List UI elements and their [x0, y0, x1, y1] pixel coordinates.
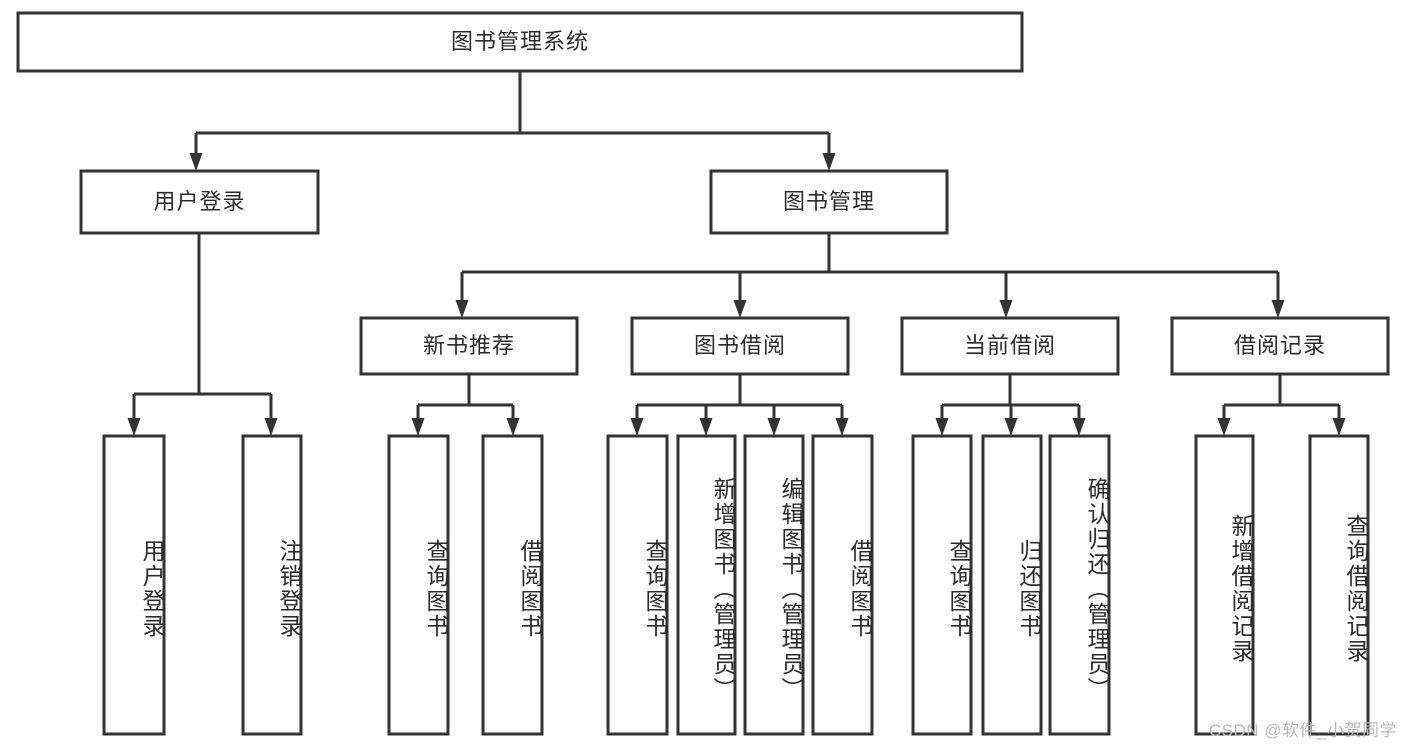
node-box-leaf-add-borrow-record[interactable]	[1194, 434, 1255, 736]
connector-bm-to-recommend	[455, 272, 469, 318]
connector-bb-to-leaf1	[630, 405, 644, 436]
node-box-borrow-record[interactable]	[1170, 316, 1390, 376]
node-box-leaf-query-book-current[interactable]	[911, 434, 973, 736]
node-box-leaf-query-book-recommend[interactable]	[387, 434, 450, 736]
node-box-leaf-logout-login[interactable]	[241, 434, 303, 736]
connector-bm-to-current	[999, 272, 1013, 318]
node-box-leaf-borrow-book[interactable]	[811, 434, 874, 736]
connector-bb-to-leaf3	[767, 405, 781, 436]
connector-br-to-leaf1	[1217, 405, 1231, 436]
connector-cb-to-leaf3	[1072, 405, 1086, 436]
node-box-leaf-confirm-return-admin[interactable]	[1048, 434, 1111, 736]
connector-bm-to-borrow	[733, 272, 747, 318]
node-box-book-borrow[interactable]	[630, 316, 850, 376]
node-box-leaf-add-book-admin[interactable]	[676, 434, 737, 736]
connector-cb-to-leaf1	[935, 405, 949, 436]
connector-nr-to-leaf2	[506, 405, 520, 436]
connector-cb-to-leaf2	[1004, 405, 1018, 436]
node-box-leaf-edit-book-admin[interactable]	[743, 434, 805, 736]
node-box-leaf-query-book-borrow[interactable]	[606, 434, 669, 736]
connector-bb-to-leaf2	[699, 405, 713, 436]
connector-root-to-book-management	[822, 133, 836, 171]
connector-bm-to-record	[1271, 272, 1285, 318]
connector-ul-to-leaf1	[127, 394, 141, 436]
node-box-leaf-borrow-book-recommend[interactable]	[481, 434, 544, 736]
node-box-leaf-return-book[interactable]	[981, 434, 1043, 736]
connector-br-to-leaf2	[1332, 405, 1346, 436]
node-box-root[interactable]	[16, 11, 1024, 73]
node-box-book-management[interactable]	[709, 169, 949, 235]
node-box-current-borrow[interactable]	[900, 316, 1120, 376]
node-box-leaf-query-borrow-record[interactable]	[1308, 434, 1370, 736]
csdn-watermark: CSDN @软件_小贺同学	[1208, 721, 1397, 740]
connector-bb-to-leaf4	[835, 405, 849, 436]
node-box-user-login[interactable]	[79, 169, 320, 235]
connector-nr-to-leaf1	[411, 405, 425, 436]
connector-root-to-user-login	[189, 133, 203, 171]
node-box-new-book-recommend[interactable]	[359, 316, 579, 376]
connector-ul-to-leaf2	[264, 394, 278, 436]
node-box-leaf-user-login[interactable]	[102, 434, 166, 736]
